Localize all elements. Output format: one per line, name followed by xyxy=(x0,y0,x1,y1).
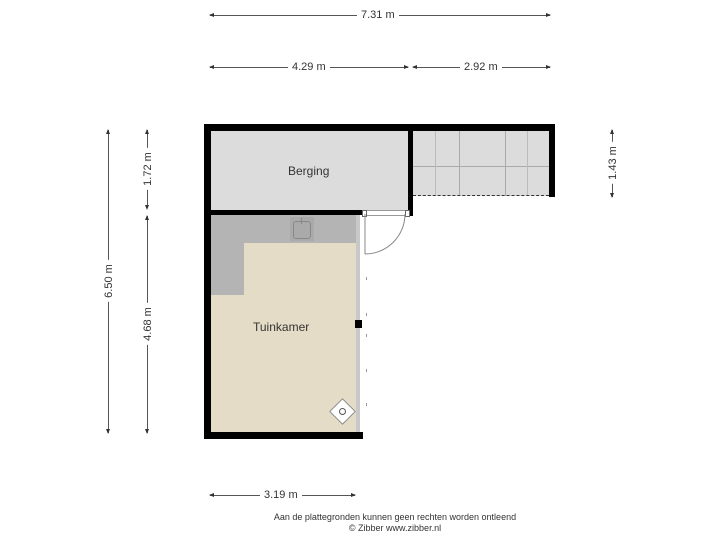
dimension-label: 4.68 m xyxy=(141,303,154,345)
wall-storage-right xyxy=(408,124,413,216)
arrow-left-icon xyxy=(209,13,214,17)
wall-left xyxy=(204,124,211,439)
tile-line xyxy=(435,130,436,196)
kitchen-counter-top xyxy=(210,215,357,243)
drain-icon xyxy=(337,406,348,417)
terrace-area xyxy=(413,130,549,196)
kitchen-counter-side xyxy=(210,243,244,295)
arrow-down-icon xyxy=(145,205,149,210)
door-jamb xyxy=(405,210,410,217)
wall-bottom xyxy=(204,432,363,439)
dimension-label: 1.72 m xyxy=(141,148,154,190)
tick-mark xyxy=(366,334,367,337)
tile-line xyxy=(413,166,549,167)
arrow-down-icon xyxy=(145,429,149,434)
tick-mark xyxy=(366,403,367,406)
tick-mark xyxy=(366,277,367,280)
arrow-down-icon xyxy=(106,429,110,434)
door-frame xyxy=(362,210,408,216)
wall-top xyxy=(204,124,555,131)
arrow-right-icon xyxy=(404,65,409,69)
arrow-up-icon xyxy=(106,129,110,134)
room-label-storage: Berging xyxy=(288,164,330,178)
arrow-left-icon xyxy=(209,65,214,69)
arrow-up-icon xyxy=(145,129,149,134)
arrow-right-icon xyxy=(546,13,551,17)
dimension-label: 3.19 m xyxy=(260,489,302,501)
room-label-garden: Tuinkamer xyxy=(253,320,310,334)
dimension-label: 1.43 m xyxy=(606,142,619,184)
sink-basin-icon xyxy=(293,221,311,239)
arrow-up-icon xyxy=(610,129,614,134)
door-swing-icon xyxy=(364,214,406,255)
sink xyxy=(290,217,314,241)
tick-mark xyxy=(366,369,367,372)
arrow-right-icon xyxy=(351,493,356,497)
arrow-left-icon xyxy=(412,65,417,69)
tick-mark xyxy=(366,313,367,316)
dimension-label: 6.50 m xyxy=(102,260,115,302)
arrow-up-icon xyxy=(145,215,149,220)
tile-line xyxy=(505,130,506,196)
wall-storage-bottom xyxy=(204,210,362,215)
arrow-right-icon xyxy=(546,65,551,69)
tile-line xyxy=(527,130,528,196)
room-storage xyxy=(210,130,408,210)
dimension-label: 4.29 m xyxy=(288,61,330,73)
arrow-left-icon xyxy=(209,493,214,497)
copyright-text: © Zibber www.zibber.nl xyxy=(348,523,442,533)
disclaimer-text: Aan de plattegronden kunnen geen rechten… xyxy=(273,512,517,522)
faucet-icon xyxy=(301,218,302,224)
arrow-down-icon xyxy=(610,193,614,198)
terrace-edge xyxy=(413,195,549,196)
tile-line xyxy=(459,130,460,196)
wall-terrace-right xyxy=(549,124,555,197)
wall-post xyxy=(355,320,362,328)
dimension-label: 7.31 m xyxy=(357,9,399,21)
dimension-label: 2.92 m xyxy=(460,61,502,73)
